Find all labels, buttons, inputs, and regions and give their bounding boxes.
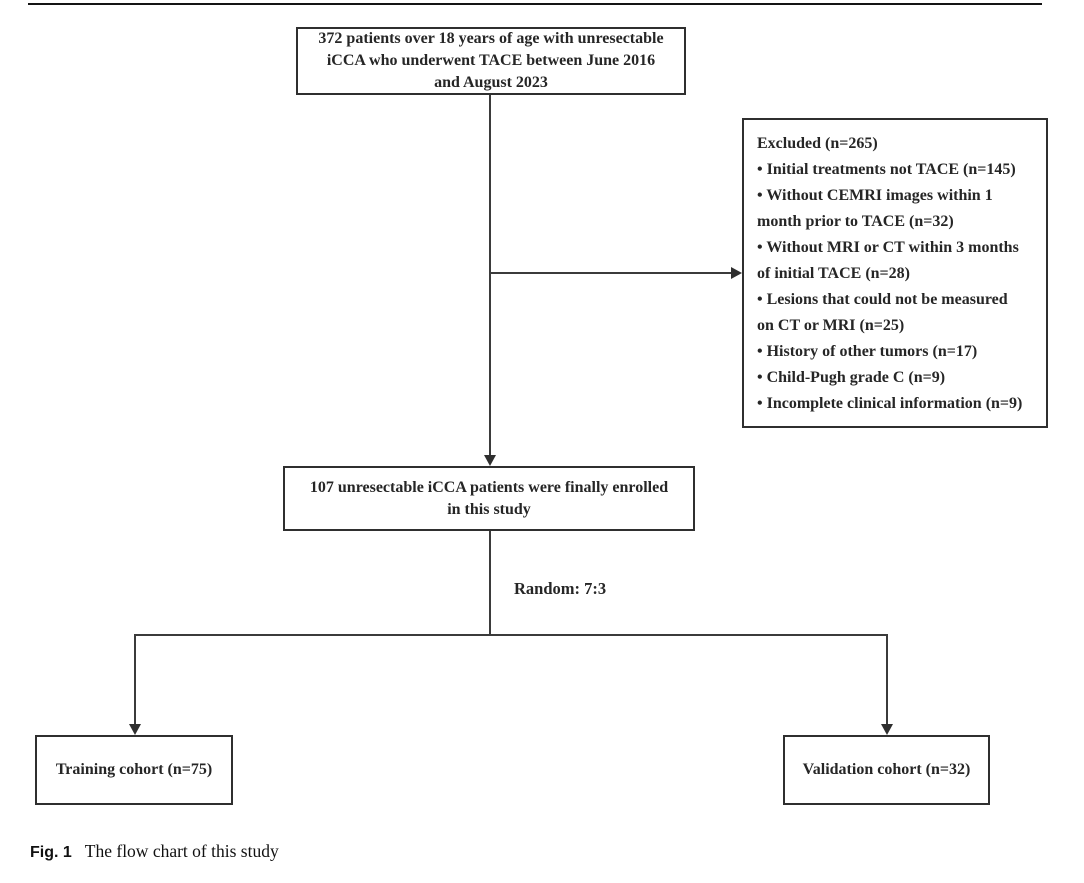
arrowhead-right (731, 267, 742, 279)
enrolled-line: 107 unresectable iCCA patients were fina… (309, 478, 669, 496)
training-cohort-box: Training cohort (n=75) (35, 735, 233, 805)
initial-cohort-box: 372 patients over 18 years of age with u… (296, 27, 686, 95)
arrowhead-down (881, 724, 893, 735)
validation-cohort-label: Validation cohort (n=32) (802, 761, 971, 778)
figure-caption-tag: Fig. 1 (30, 844, 72, 861)
arrowhead-down (484, 455, 496, 466)
enrolled-box: 107 unresectable iCCA patients were fina… (283, 466, 695, 531)
excluded-item-line: on CT or MRI (n=25) (757, 317, 905, 334)
arrowhead-down (129, 724, 141, 735)
connector-to-excluded (490, 272, 732, 274)
branch-horizontal-line (134, 634, 888, 636)
figure-caption: Fig. 1 The flow chart of this study (30, 841, 279, 862)
initial-cohort-line: and August 2023 (434, 74, 548, 91)
excluded-item-line: • Child-Pugh grade C (n=9) (757, 369, 946, 386)
excluded-item-line: • Incomplete clinical information (n=9) (757, 395, 1023, 412)
excluded-box: Excluded (n=265) • Initial treatments no… (742, 118, 1048, 428)
enrolled-line: in this study (447, 500, 531, 518)
excluded-item-line: • Without CEMRI images within 1 (757, 187, 993, 204)
training-cohort-label: Training cohort (n=75) (55, 761, 213, 778)
excluded-item-line: • Initial treatments not TACE (n=145) (757, 161, 1016, 178)
branch-left-line (134, 634, 136, 724)
branch-right-line (886, 634, 888, 724)
initial-cohort-line: 372 patients over 18 years of age with u… (318, 30, 664, 47)
connector-initial-to-enrolled (489, 95, 491, 456)
excluded-item-line: month prior to TACE (n=32) (757, 213, 954, 230)
initial-cohort-line: iCCA who underwent TACE between June 201… (326, 52, 656, 69)
random-split-label: Random: 7:3 (514, 579, 607, 598)
excluded-item-line: • History of other tumors (n=17) (757, 343, 978, 360)
excluded-item-line: • Without MRI or CT within 3 months (757, 239, 1019, 256)
excluded-box-title: Excluded (n=265) (757, 135, 878, 152)
figure-caption-text: The flow chart of this study (84, 841, 279, 861)
top-rule (28, 3, 1042, 5)
excluded-item-line: • Lesions that could not be measured (757, 291, 1008, 308)
connector-enrolled-to-branch (489, 531, 491, 635)
excluded-item-line: of initial TACE (n=28) (757, 265, 910, 282)
validation-cohort-box: Validation cohort (n=32) (783, 735, 990, 805)
